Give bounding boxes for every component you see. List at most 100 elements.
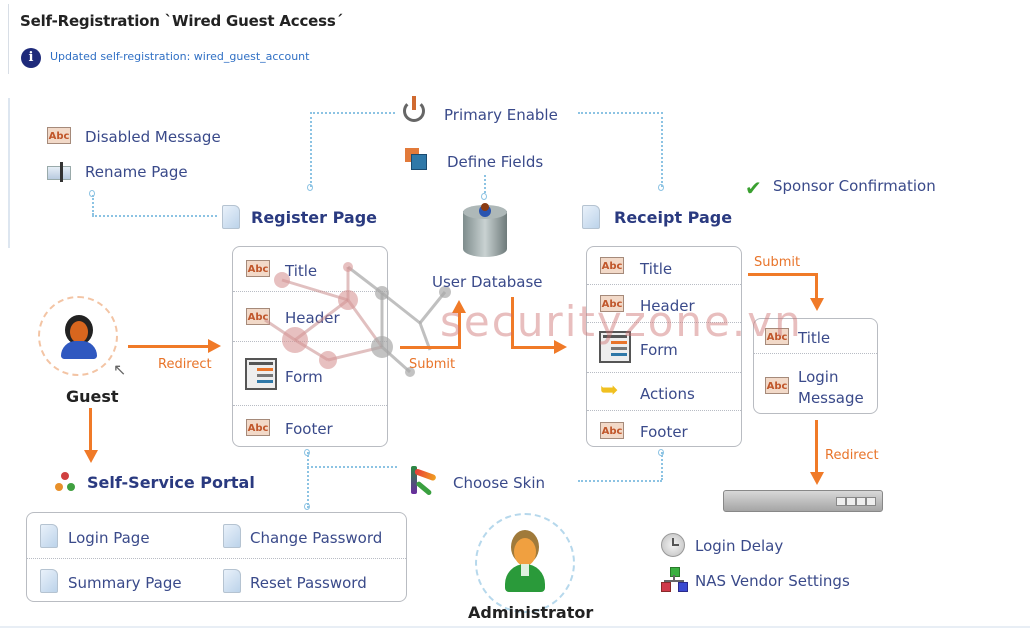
- checkmark-icon: ✔: [745, 176, 762, 200]
- receipt-item-form[interactable]: Form: [640, 341, 678, 359]
- flow-line: [815, 273, 818, 299]
- skin-icon: [411, 466, 437, 496]
- redirect-flow-label: Redirect: [825, 448, 879, 463]
- disabled-message-link[interactable]: Disabled Message: [85, 128, 221, 146]
- submit-flow-label: Submit: [754, 255, 801, 270]
- connector-arrow-icon: [481, 193, 487, 200]
- flow-line: [400, 346, 460, 349]
- bottom-divider: [0, 626, 1030, 628]
- login-item-message-line1[interactable]: Login: [798, 368, 839, 386]
- form-icon: [245, 358, 277, 390]
- connector-line: [307, 452, 309, 508]
- login-delay-link[interactable]: Login Delay: [695, 537, 784, 555]
- arrow-down-icon: [84, 450, 98, 463]
- abc-text-icon: Abc: [246, 260, 270, 277]
- document-icon: [223, 524, 241, 548]
- receipt-item-footer[interactable]: Footer: [640, 423, 688, 441]
- abc-text-icon: Abc: [246, 419, 270, 436]
- connector-line: [661, 112, 663, 187]
- rename-icon: [47, 162, 71, 182]
- register-item-title[interactable]: Title: [285, 262, 318, 280]
- self-service-portal-heading[interactable]: Self-Service Portal: [87, 473, 255, 492]
- connector-arrow-icon: [307, 184, 313, 191]
- rename-page-link[interactable]: Rename Page: [85, 163, 188, 181]
- document-icon: [222, 205, 240, 229]
- connector-arrow-icon: [658, 184, 664, 191]
- document-icon: [582, 205, 600, 229]
- define-fields-link[interactable]: Define Fields: [447, 153, 544, 171]
- connector-arrow-icon: [304, 449, 310, 456]
- receipt-item-title[interactable]: Title: [640, 260, 673, 278]
- submit-flow-label: Submit: [409, 357, 456, 372]
- flow-line: [89, 408, 92, 452]
- flow-line: [511, 297, 514, 349]
- receipt-item-actions[interactable]: Actions: [640, 385, 695, 403]
- form-icon: [599, 331, 631, 363]
- abc-text-icon: Abc: [600, 257, 624, 274]
- receipt-page-heading[interactable]: Receipt Page: [614, 208, 733, 227]
- flow-line: [748, 273, 818, 276]
- connector-arrow-icon: [89, 190, 95, 197]
- portal-panel: [26, 512, 407, 602]
- arrow-down-icon: [810, 472, 824, 485]
- sponsor-confirmation-link[interactable]: Sponsor Confirmation: [773, 177, 936, 195]
- register-item-footer[interactable]: Footer: [285, 420, 333, 438]
- status-message: Updated self-registration: wired_guest_a…: [50, 50, 310, 63]
- flow-line: [815, 420, 818, 474]
- flow-line: [511, 346, 555, 349]
- portal-item-change-password[interactable]: Change Password: [250, 529, 383, 547]
- define-fields-icon: [405, 148, 427, 170]
- register-page-heading[interactable]: Register Page: [251, 208, 377, 227]
- nas-vendor-icon: [661, 567, 688, 592]
- document-icon: [40, 524, 58, 548]
- page-title: Self-Registration `Wired Guest Access´: [20, 12, 343, 30]
- nas-vendor-settings-link[interactable]: NAS Vendor Settings: [695, 572, 850, 590]
- network-graph-icon: [264, 262, 451, 377]
- administrator-avatar-icon[interactable]: [505, 530, 545, 594]
- power-icon-stem: [412, 96, 416, 110]
- administrator-label: Administrator: [468, 603, 594, 622]
- database-icon: [463, 203, 507, 261]
- nas-device-icon: [723, 490, 883, 512]
- arrow-right-icon: [554, 340, 567, 354]
- portal-item-summary-page[interactable]: Summary Page: [68, 574, 182, 592]
- primary-enable-link[interactable]: Primary Enable: [444, 106, 558, 124]
- guest-circle: [38, 296, 118, 376]
- connector-line: [92, 215, 217, 217]
- document-icon: [223, 569, 241, 593]
- actions-arrow-icon: ➥: [600, 378, 619, 403]
- guest-avatar-icon[interactable]: [61, 315, 97, 359]
- connector-line: [307, 466, 397, 468]
- abc-text-icon: Abc: [600, 422, 624, 439]
- info-icon: i: [21, 48, 41, 68]
- diagram-divider: [8, 98, 10, 248]
- document-icon: [40, 569, 58, 593]
- connector-arrow-icon: [658, 449, 664, 456]
- abc-text-icon: Abc: [765, 328, 789, 345]
- cursor-icon: ↖: [113, 360, 127, 379]
- portal-icon: [55, 472, 75, 492]
- clock-icon: [661, 533, 685, 557]
- connector-arrow-icon: [304, 503, 310, 510]
- portal-item-login-page[interactable]: Login Page: [68, 529, 150, 547]
- login-item-title[interactable]: Title: [798, 329, 831, 347]
- register-item-header[interactable]: Header: [285, 309, 340, 327]
- watermark: securityzone.vn: [440, 297, 803, 346]
- connector-line: [310, 112, 395, 114]
- power-icon: [403, 100, 425, 122]
- flow-line: [458, 310, 461, 349]
- register-item-form[interactable]: Form: [285, 368, 323, 386]
- administrator-circle: [475, 513, 575, 613]
- guest-label: Guest: [66, 387, 119, 406]
- arrow-down-icon: [810, 298, 824, 311]
- arrow-up-icon: [452, 300, 466, 313]
- portal-item-reset-password[interactable]: Reset Password: [250, 574, 367, 592]
- user-database-label: User Database: [432, 273, 543, 291]
- choose-skin-link[interactable]: Choose Skin: [453, 474, 546, 492]
- receipt-item-header[interactable]: Header: [640, 297, 695, 315]
- login-item-message-line2[interactable]: Message: [798, 389, 864, 407]
- connector-line: [92, 195, 94, 215]
- abc-text-icon: Abc: [600, 295, 624, 312]
- abc-text-icon: Abc: [765, 377, 789, 394]
- connector-line: [310, 112, 312, 187]
